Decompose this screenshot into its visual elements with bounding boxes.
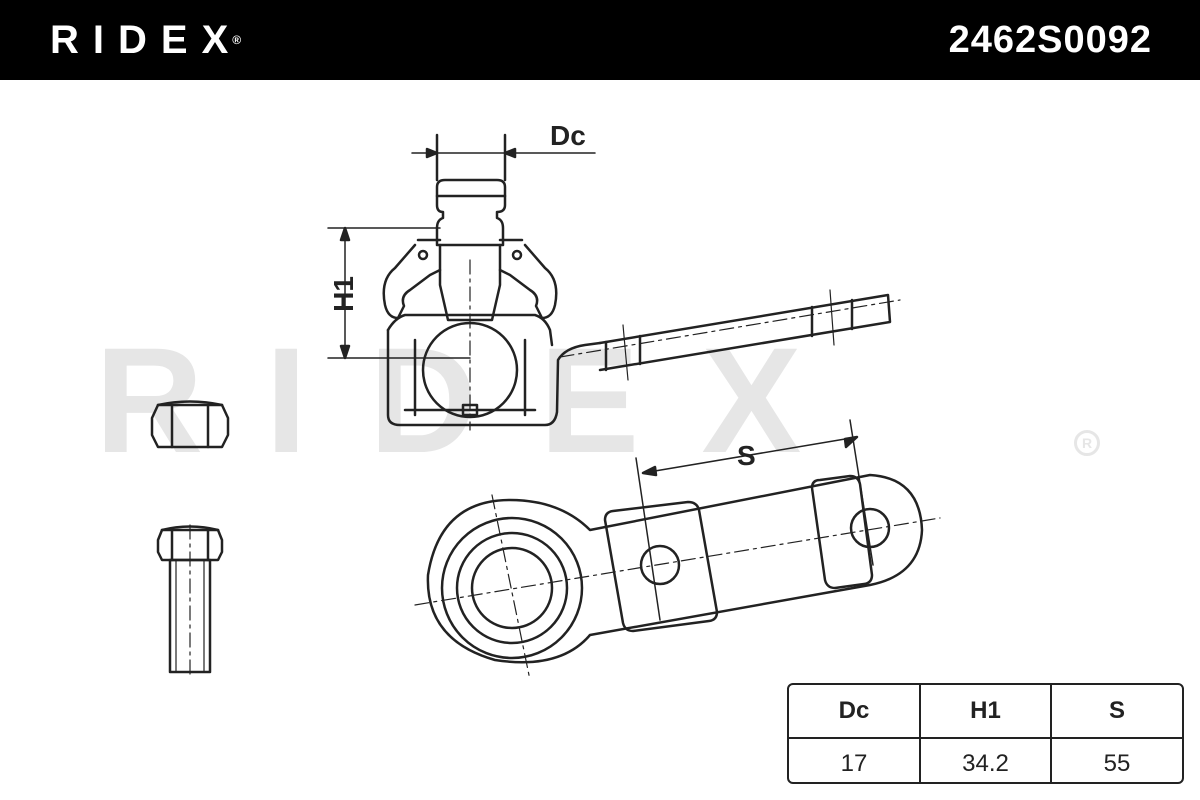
specs-value-dc: 17: [840, 749, 868, 777]
brand-watermark: RIDEX: [95, 340, 864, 460]
nut-drawing: [150, 400, 230, 449]
specs-table-grid: Dc H1 S 17 34.2 55: [789, 685, 1182, 782]
specs-table: Dc H1 S 17 34.2 55: [787, 683, 1184, 784]
ball-joint-side-view: [382, 178, 901, 431]
specs-header-row: Dc H1 S: [789, 685, 1182, 739]
dc-label: Dc: [550, 120, 586, 151]
part-number: 2462S0092: [948, 19, 1152, 61]
specs-header-dc: Dc: [789, 685, 920, 739]
specs-value-row: 17 34.2 55: [789, 738, 1182, 782]
registered-icon: ®: [232, 33, 242, 47]
brand-name: RIDEX: [50, 18, 243, 62]
specs-value-h1: 34.2: [919, 738, 1051, 782]
s-label: S: [737, 440, 756, 471]
specs-header-s: S: [1050, 685, 1182, 739]
header-bar: RIDEX® 2462S0092: [0, 0, 1200, 80]
ball-joint-top-view: [414, 473, 941, 681]
dc-dimension: [411, 133, 596, 182]
technical-drawing: [150, 133, 941, 681]
brand-logo: RIDEX®: [50, 16, 241, 64]
bolt-drawing: [156, 524, 224, 679]
specs-header-h1: H1: [919, 685, 1051, 739]
h1-label: H1: [327, 276, 359, 312]
specs-value-s: 55: [1050, 738, 1182, 782]
watermark-registered-icon: R: [1074, 430, 1100, 456]
h1-dimension: [327, 226, 471, 360]
